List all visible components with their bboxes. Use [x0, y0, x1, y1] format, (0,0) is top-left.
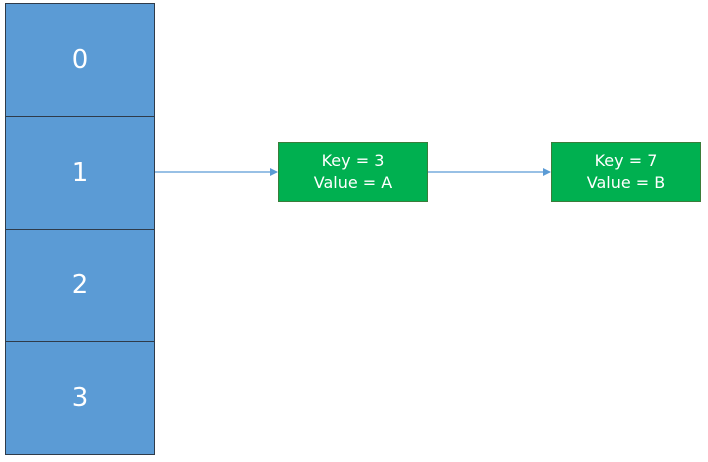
bucket-0: 0	[6, 4, 154, 117]
node-value: Value = B	[586, 173, 666, 192]
bucket-index: 3	[71, 383, 89, 414]
node-key: Key = 7	[594, 151, 658, 170]
linked-list-node-1: Key = 3 Value = A	[278, 142, 428, 202]
bucket-index: 2	[71, 270, 89, 301]
bucket-array: 0 1 2 3	[5, 3, 155, 455]
bucket-3: 3	[6, 342, 154, 454]
bucket-1: 1	[6, 117, 154, 230]
bucket-index: 1	[71, 157, 89, 188]
linked-list-node-2: Key = 7 Value = B	[551, 142, 701, 202]
node-value: Value = A	[313, 173, 393, 192]
node-key: Key = 3	[321, 151, 385, 170]
bucket-index: 0	[71, 44, 89, 75]
bucket-2: 2	[6, 230, 154, 343]
